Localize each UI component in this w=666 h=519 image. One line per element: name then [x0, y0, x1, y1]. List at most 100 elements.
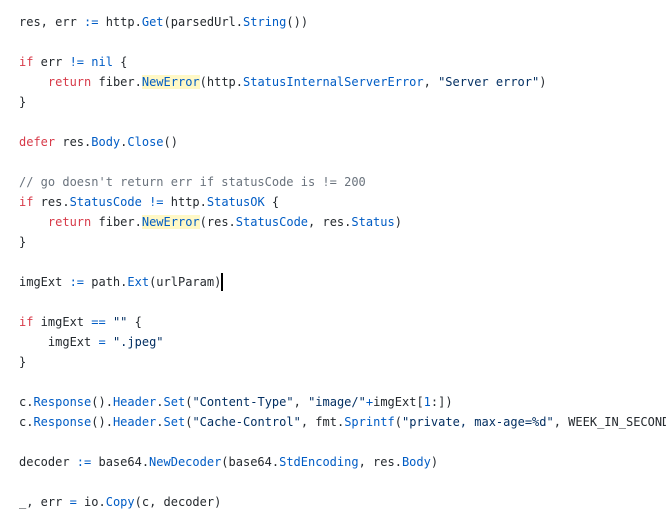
- code-token: .: [120, 135, 128, 149]
- code-token: }: [19, 235, 27, 249]
- code-token: String: [243, 15, 287, 29]
- code-token: :=: [69, 275, 85, 289]
- code-token: Response: [33, 415, 92, 429]
- code-line[interactable]: [0, 372, 666, 392]
- code-token: , res.: [308, 215, 352, 229]
- code-token: :=: [76, 455, 92, 469]
- code-token: Copy: [105, 495, 135, 509]
- code-token: [106, 315, 113, 329]
- code-line[interactable]: }: [0, 92, 666, 112]
- code-token: res.: [33, 195, 70, 209]
- code-token: "": [112, 315, 128, 329]
- code-line[interactable]: if imgExt == "" {: [0, 312, 666, 332]
- code-line[interactable]: decoder := base64.NewDecoder(base64.StdE…: [0, 452, 666, 472]
- code-token: fiber.: [91, 75, 142, 89]
- code-token: res.: [55, 135, 92, 149]
- code-line[interactable]: if err != nil {: [0, 52, 666, 72]
- code-token: +: [365, 395, 374, 409]
- code-editor[interactable]: res, err := http.Get(parsedUrl.String())…: [0, 12, 666, 519]
- code-token: http.: [98, 15, 142, 29]
- code-line[interactable]: [0, 432, 666, 452]
- code-token: fiber.: [91, 215, 142, 229]
- code-token: StatusCode: [69, 195, 142, 209]
- code-token: Body: [91, 135, 121, 149]
- code-token: , res.: [358, 455, 402, 469]
- code-token: NewError: [141, 75, 200, 89]
- code-line[interactable]: c.Response().Header.Set("Cache-Control",…: [0, 412, 666, 432]
- code-line[interactable]: res, err := http.Get(parsedUrl.String()): [0, 12, 666, 32]
- code-line[interactable]: [0, 152, 666, 172]
- code-token: (parsedUrl.: [163, 15, 244, 29]
- code-line[interactable]: imgExt := path.Ext(urlParam): [0, 272, 666, 292]
- code-token: "Server error": [438, 75, 540, 89]
- code-line[interactable]: c.Response().Header.Set("Content-Type", …: [0, 392, 666, 412]
- code-token: (http.: [199, 75, 243, 89]
- code-token: nil: [91, 55, 113, 69]
- code-token: ]): [438, 395, 453, 409]
- code-token: return: [47, 75, 92, 89]
- code-line[interactable]: imgExt = ".jpeg": [0, 332, 666, 352]
- code-token: 1: [423, 395, 431, 409]
- code-token: Ext: [127, 275, 150, 289]
- code-token: defer: [19, 135, 56, 149]
- code-token: .: [156, 415, 164, 429]
- code-line[interactable]: }: [0, 352, 666, 372]
- code-line[interactable]: [0, 292, 666, 312]
- code-token: ,: [293, 395, 309, 409]
- code-token: Set: [163, 395, 186, 409]
- code-token: {: [264, 195, 280, 209]
- code-line[interactable]: defer res.Body.Close(): [0, 132, 666, 152]
- code-token: "image/": [308, 395, 366, 409]
- text-cursor: [221, 272, 224, 291]
- code-line[interactable]: [0, 32, 666, 52]
- code-line[interactable]: // go doesn't return err if statusCode i…: [0, 172, 666, 192]
- code-token: StatusOK: [206, 195, 265, 209]
- code-line[interactable]: [0, 472, 666, 492]
- code-token: {: [112, 55, 128, 69]
- code-token: imgExt: [19, 335, 99, 349]
- code-line[interactable]: return fiber.NewError(res.StatusCode, re…: [0, 212, 666, 232]
- code-token: return: [47, 215, 92, 229]
- code-token: err: [33, 55, 70, 69]
- code-token: NewError: [141, 215, 200, 229]
- code-token: NewDecoder: [149, 455, 222, 469]
- code-token: (res.: [199, 215, 236, 229]
- code-token: .: [156, 395, 164, 409]
- code-token: // go doesn't return err if statusCode i…: [19, 175, 366, 189]
- code-token: base64.: [91, 455, 150, 469]
- code-token: }: [19, 95, 27, 109]
- code-token: ): [430, 455, 439, 469]
- code-token: Set: [163, 415, 186, 429]
- code-line[interactable]: return fiber.NewError(http.StatusInterna…: [0, 72, 666, 92]
- code-token: (c, decoder): [134, 495, 222, 509]
- code-line[interactable]: _, err = io.Copy(c, decoder): [0, 492, 666, 512]
- code-token: io.: [76, 495, 106, 509]
- code-token: path.: [84, 275, 128, 289]
- code-token: ().: [91, 395, 113, 409]
- code-token: :=: [84, 15, 99, 29]
- code-line[interactable]: [0, 252, 666, 272]
- code-token: (: [185, 395, 193, 409]
- code-line[interactable]: [0, 112, 666, 132]
- code-token: ): [539, 75, 547, 89]
- code-token: StdEncoding: [279, 455, 359, 469]
- code-line[interactable]: }: [0, 232, 666, 252]
- code-token: if: [19, 195, 34, 209]
- code-token: imgExt[: [373, 395, 424, 409]
- code-token: Close: [127, 135, 164, 149]
- code-token: "private, max-age=%d": [402, 415, 554, 429]
- code-token: decoder: [19, 455, 77, 469]
- code-token: [142, 195, 149, 209]
- code-token: , WEEK_IN_SECONDS)): [553, 415, 666, 429]
- code-token: Header: [112, 395, 157, 409]
- code-token: ): [394, 215, 402, 229]
- code-token: :: [430, 395, 439, 409]
- code-token: (urlParam): [149, 275, 222, 289]
- code-token: (: [394, 415, 402, 429]
- code-line[interactable]: if res.StatusCode != http.StatusOK {: [0, 192, 666, 212]
- code-token: ".jpeg": [112, 335, 164, 349]
- code-token: StatusCode: [235, 215, 309, 229]
- code-token: "Content-Type": [192, 395, 294, 409]
- code-token: c.: [19, 395, 34, 409]
- code-token: http.: [163, 195, 207, 209]
